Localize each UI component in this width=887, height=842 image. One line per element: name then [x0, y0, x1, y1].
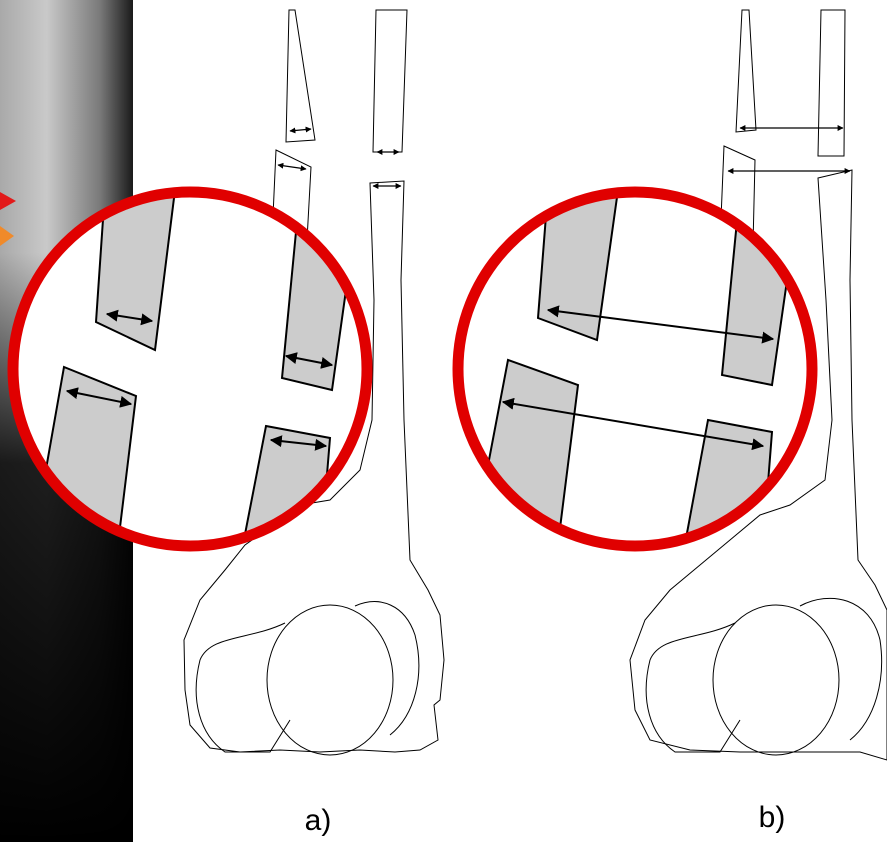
- b-upper-left-fragment: [736, 10, 756, 132]
- upper-right-fragment: [373, 10, 407, 152]
- upper-left-fragment: [286, 10, 315, 142]
- b-left-condyle: [646, 623, 740, 752]
- right-condyle: [355, 602, 419, 735]
- panel-b-label: b): [759, 801, 786, 834]
- panel-a-measure-arrows: [278, 129, 401, 186]
- left-condyle: [196, 623, 290, 752]
- b-right-condyle: [800, 598, 882, 740]
- panel-a-label: a): [305, 804, 332, 837]
- central-condyle: [267, 605, 393, 755]
- panel-b-measure-arrows: [728, 128, 850, 171]
- magnifier-b: [458, 190, 812, 560]
- b-upper-right-fragment: [818, 10, 845, 156]
